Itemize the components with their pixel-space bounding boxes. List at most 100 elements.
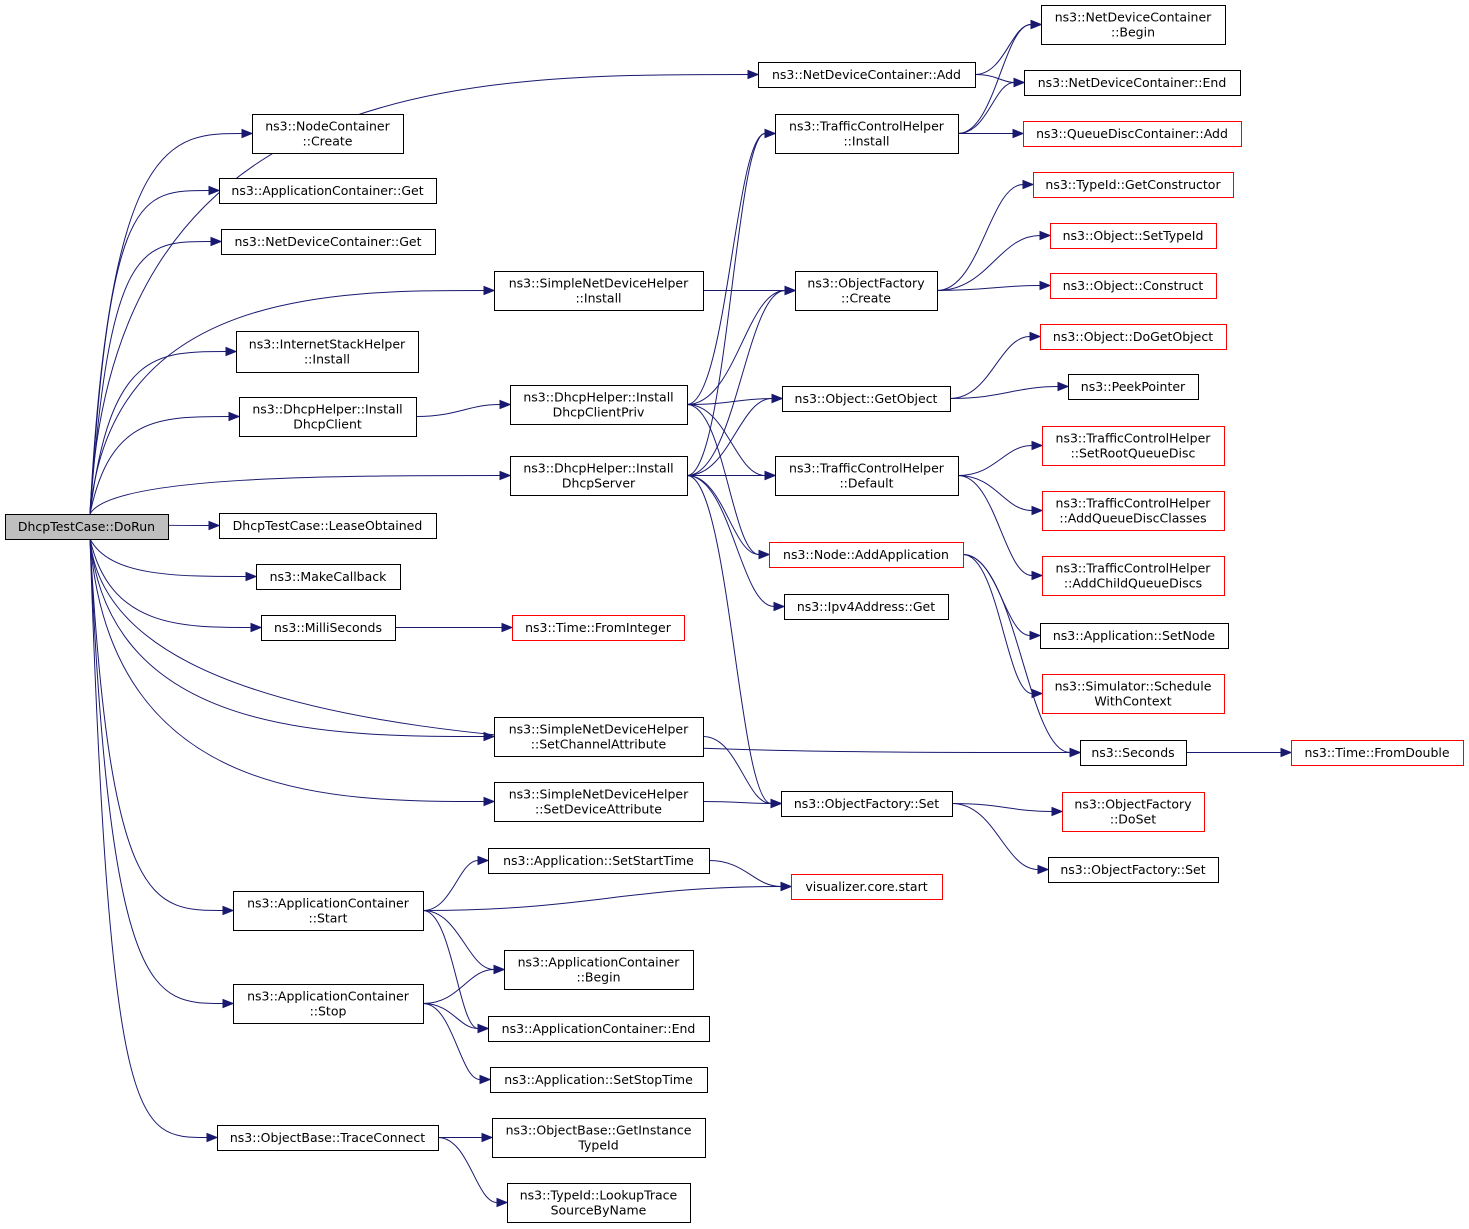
node-box (782, 386, 951, 412)
node-appcont-end[interactable]: ns3::ApplicationContainer::End (488, 1016, 710, 1042)
node-label: ns3::Application::SetStartTime (503, 853, 694, 868)
node-sndh-install[interactable]: ns3::SimpleNetDeviceHelper::Install (494, 271, 704, 311)
node-makecallback[interactable]: ns3::MakeCallback (256, 564, 401, 590)
node-label: DhcpServer (562, 476, 636, 491)
node-tch-addqdclasses[interactable]: ns3::TrafficControlHelper::AddQueueDiscC… (1042, 491, 1225, 531)
node-time-frominteger[interactable]: ns3::Time::FromInteger (512, 615, 685, 641)
node-label: ns3::TypeId::LookupTrace (520, 1188, 678, 1203)
node-of-create[interactable]: ns3::ObjectFactory::Create (795, 271, 938, 311)
node-tch-setroot[interactable]: ns3::TrafficControlHelper::SetRootQueueD… (1042, 426, 1225, 466)
edge-of-set-to-of-set2 (951, 803, 1050, 875)
node-of-set2[interactable]: ns3::ObjectFactory::Set (1048, 857, 1219, 883)
node-label: ns3::ApplicationContainer (247, 896, 410, 911)
node-label: ns3::NetDeviceContainer::Get (234, 234, 421, 249)
node-label: ns3::NodeContainer (265, 119, 390, 134)
node-time-fromdouble[interactable]: ns3::Time::FromDouble (1291, 740, 1464, 766)
node-sndh-setchannel[interactable]: ns3::SimpleNetDeviceHelper::SetChannelAt… (494, 717, 704, 757)
node-nodecont-create[interactable]: ns3::NodeContainer::Create (252, 114, 404, 154)
edge-root-to-sndh-install (89, 285, 496, 515)
node-qdc-add[interactable]: ns3::QueueDiscContainer::Add (1023, 121, 1242, 147)
node-typeid-getctor[interactable]: ns3::TypeId::GetConstructor (1033, 172, 1234, 198)
node-ndc-end[interactable]: ns3::NetDeviceContainer::End (1024, 70, 1241, 96)
node-label: ::Begin (576, 970, 620, 985)
node-box (1068, 374, 1199, 400)
node-tch-default[interactable]: ns3::TrafficControlHelper::Default (775, 456, 959, 496)
edge-root-to-ndc-get (89, 236, 223, 515)
node-lease-obtained[interactable]: DhcpTestCase::LeaseObtained (219, 513, 437, 539)
node-label: ns3::MakeCallback (270, 569, 388, 584)
edge-root-to-milliseconds (89, 538, 263, 633)
node-obj-construct[interactable]: ns3::Object::Construct (1050, 273, 1217, 299)
node-obj-settypeid[interactable]: ns3::Object::SetTypeId (1050, 223, 1217, 249)
edge-obj-getobject-to-obj-dogetobject (949, 331, 1042, 399)
node-sndh-setdevice[interactable]: ns3::SimpleNetDeviceHelper::SetDeviceAtt… (494, 782, 704, 822)
node-root[interactable]: DhcpTestCase::DoRun (5, 514, 169, 540)
node-app-setstop[interactable]: ns3::Application::SetStopTime (490, 1067, 708, 1093)
node-appcont-begin[interactable]: ns3::ApplicationContainer::Begin (504, 950, 694, 990)
node-appcont-get[interactable]: ns3::ApplicationContainer::Get (219, 178, 437, 204)
node-label: ns3::TrafficControlHelper (789, 119, 945, 134)
node-label: ::Start (309, 911, 348, 926)
edge-tch-install-to-qdc-add (957, 128, 1025, 139)
node-box (219, 178, 437, 204)
node-viz-start[interactable]: visualizer.core.start (791, 874, 943, 900)
node-label: ns3::DhcpHelper::Install (252, 402, 402, 417)
node-box (512, 615, 685, 641)
node-box (795, 271, 938, 311)
node-box (1023, 121, 1242, 147)
edge-obj-getobject-to-peekpointer (949, 381, 1070, 399)
node-label: ns3::TrafficControlHelper (1056, 496, 1212, 511)
node-ish-install[interactable]: ns3::InternetStackHelper::Install (236, 331, 419, 373)
edge-root-to-appcont-get (89, 185, 221, 515)
node-ob-traceconnect[interactable]: ns3::ObjectBase::TraceConnect (217, 1125, 439, 1151)
node-label: DhcpClientPriv (553, 405, 645, 420)
node-of-set[interactable]: ns3::ObjectFactory::Set (781, 791, 953, 817)
node-box (233, 891, 424, 931)
node-box (494, 717, 704, 757)
node-label: ::Install (575, 291, 621, 306)
node-node-addapp[interactable]: ns3::Node::AddApplication (769, 542, 964, 568)
node-label: SourceByName (551, 1203, 647, 1218)
node-app-setstart[interactable]: ns3::Application::SetStartTime (488, 848, 710, 874)
node-appcont-start[interactable]: ns3::ApplicationContainer::Start (233, 891, 424, 931)
edge-root-to-ob-traceconnect (89, 538, 219, 1143)
edge-dhcp-install-priv-to-tch-install (686, 128, 777, 405)
node-seconds[interactable]: ns3::Seconds (1080, 740, 1187, 766)
node-label: visualizer.core.start (805, 879, 927, 894)
node-tch-install[interactable]: ns3::TrafficControlHelper::Install (775, 114, 959, 154)
node-box (507, 1183, 691, 1223)
edge-dhcp-install-server-to-of-create (686, 285, 797, 476)
node-box (488, 1016, 710, 1042)
edge-dhcp-install-server-to-tch-default (686, 470, 777, 481)
node-tch-addchild[interactable]: ns3::TrafficControlHelper::AddChildQueue… (1042, 556, 1225, 596)
node-obj-getobject[interactable]: ns3::Object::GetObject (782, 386, 951, 412)
edge-sndh-setchannel-to-of-set (702, 736, 783, 809)
node-ndc-begin[interactable]: ns3::NetDeviceContainer::Begin (1041, 5, 1226, 45)
node-box (219, 513, 437, 539)
node-obj-dogetobject[interactable]: ns3::Object::DoGetObject (1040, 324, 1227, 350)
node-of-doset[interactable]: ns3::ObjectFactory::DoSet (1062, 792, 1205, 832)
node-ndc-add[interactable]: ns3::NetDeviceContainer::Add (758, 62, 976, 88)
node-app-setnode[interactable]: ns3::Application::SetNode (1040, 623, 1229, 649)
node-label: ns3::Object::DoGetObject (1053, 329, 1213, 344)
node-label: ns3::ObjectBase::GetInstance (506, 1123, 692, 1138)
node-label: ::Default (839, 476, 893, 491)
node-ipv4-get[interactable]: ns3::Ipv4Address::Get (784, 594, 949, 620)
node-peekpointer[interactable]: ns3::PeekPointer (1068, 374, 1199, 400)
node-label: ns3::DhcpHelper::Install (523, 461, 673, 476)
node-box (1050, 223, 1217, 249)
edge-dhcp-install-server-to-of-set (686, 475, 783, 809)
node-appcont-stop[interactable]: ns3::ApplicationContainer::Stop (233, 984, 424, 1024)
node-ndc-get[interactable]: ns3::NetDeviceContainer::Get (221, 229, 436, 255)
node-box (239, 397, 417, 437)
node-box (784, 594, 949, 620)
node-label: ns3::NetDeviceContainer (1055, 10, 1212, 25)
node-milliseconds[interactable]: ns3::MilliSeconds (261, 615, 396, 641)
